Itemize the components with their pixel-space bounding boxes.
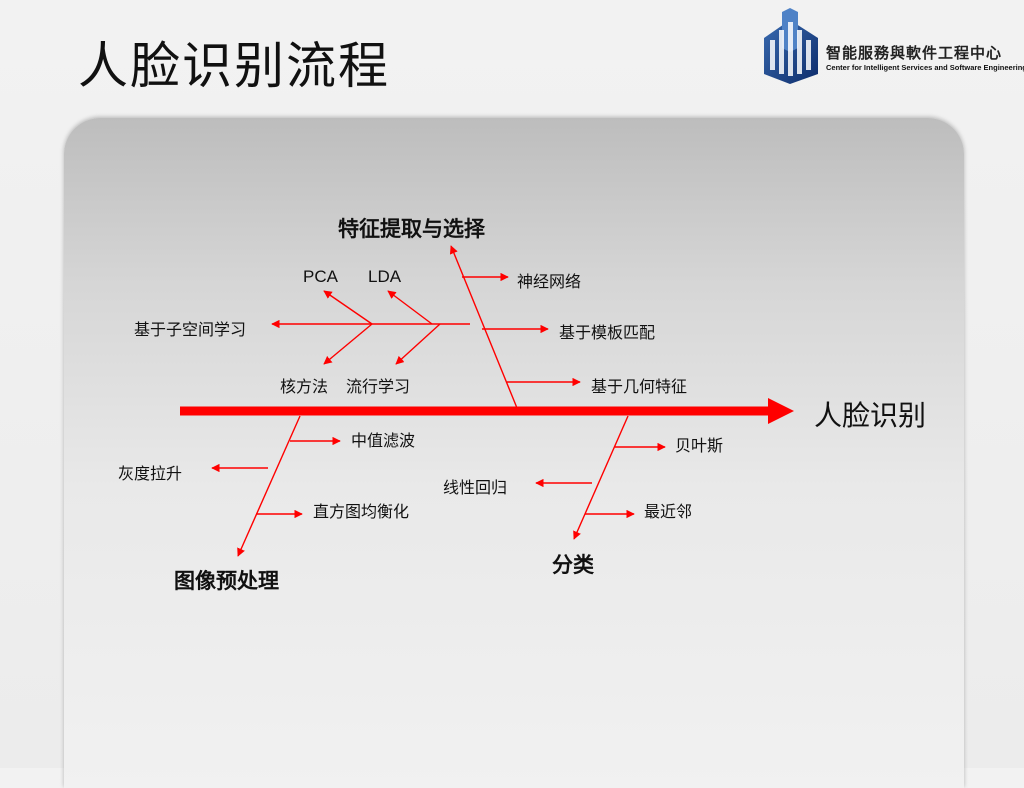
label-geometry: 基于几何特征 (591, 377, 688, 396)
label-lda: LDA (368, 267, 402, 286)
branch-manifold (395, 323, 441, 365)
spine-arrowhead (768, 398, 794, 424)
fishbone-diagram (180, 245, 794, 557)
branch-lda (387, 290, 433, 325)
branch-pca (323, 290, 373, 325)
classify-bone (573, 415, 629, 540)
label-kernel: 核方法 (280, 377, 329, 396)
branch-kernel (323, 323, 373, 365)
label-subspace: 基于子空间学习 (134, 320, 247, 339)
logo-english-name: Center for Intelligent Services and Soft… (826, 63, 1024, 72)
label-bayes: 贝叶斯 (675, 436, 724, 455)
label-manifold: 流行学习 (346, 377, 411, 396)
label-histeq: 直方图均衡化 (313, 502, 410, 521)
feature-bone (449, 245, 518, 409)
org-logo: 智能服務與軟件工程中心 Center for Intelligent Servi… (760, 8, 1024, 88)
preprocess-bone (237, 415, 301, 557)
label-gray: 灰度拉升 (118, 464, 183, 483)
logo-chinese-name: 智能服務與軟件工程中心 (826, 44, 1003, 62)
building-logo-icon (764, 8, 818, 84)
label-pca: PCA (303, 267, 338, 286)
label-median: 中值滤波 (351, 431, 416, 450)
head-label: 人脸识别 (814, 399, 927, 432)
label-template: 基于模板匹配 (559, 323, 656, 342)
content-panel (64, 118, 964, 788)
bone-label-feature: 特征提取与选择 (338, 217, 485, 241)
bone-label-classify: 分类 (552, 553, 594, 577)
label-neural: 神经网络 (517, 272, 582, 291)
page-title: 人脸识别流程 (78, 37, 390, 95)
label-knn: 最近邻 (644, 502, 693, 521)
bone-label-preprocess: 图像预处理 (174, 569, 279, 593)
label-linear: 线性回归 (443, 478, 508, 497)
